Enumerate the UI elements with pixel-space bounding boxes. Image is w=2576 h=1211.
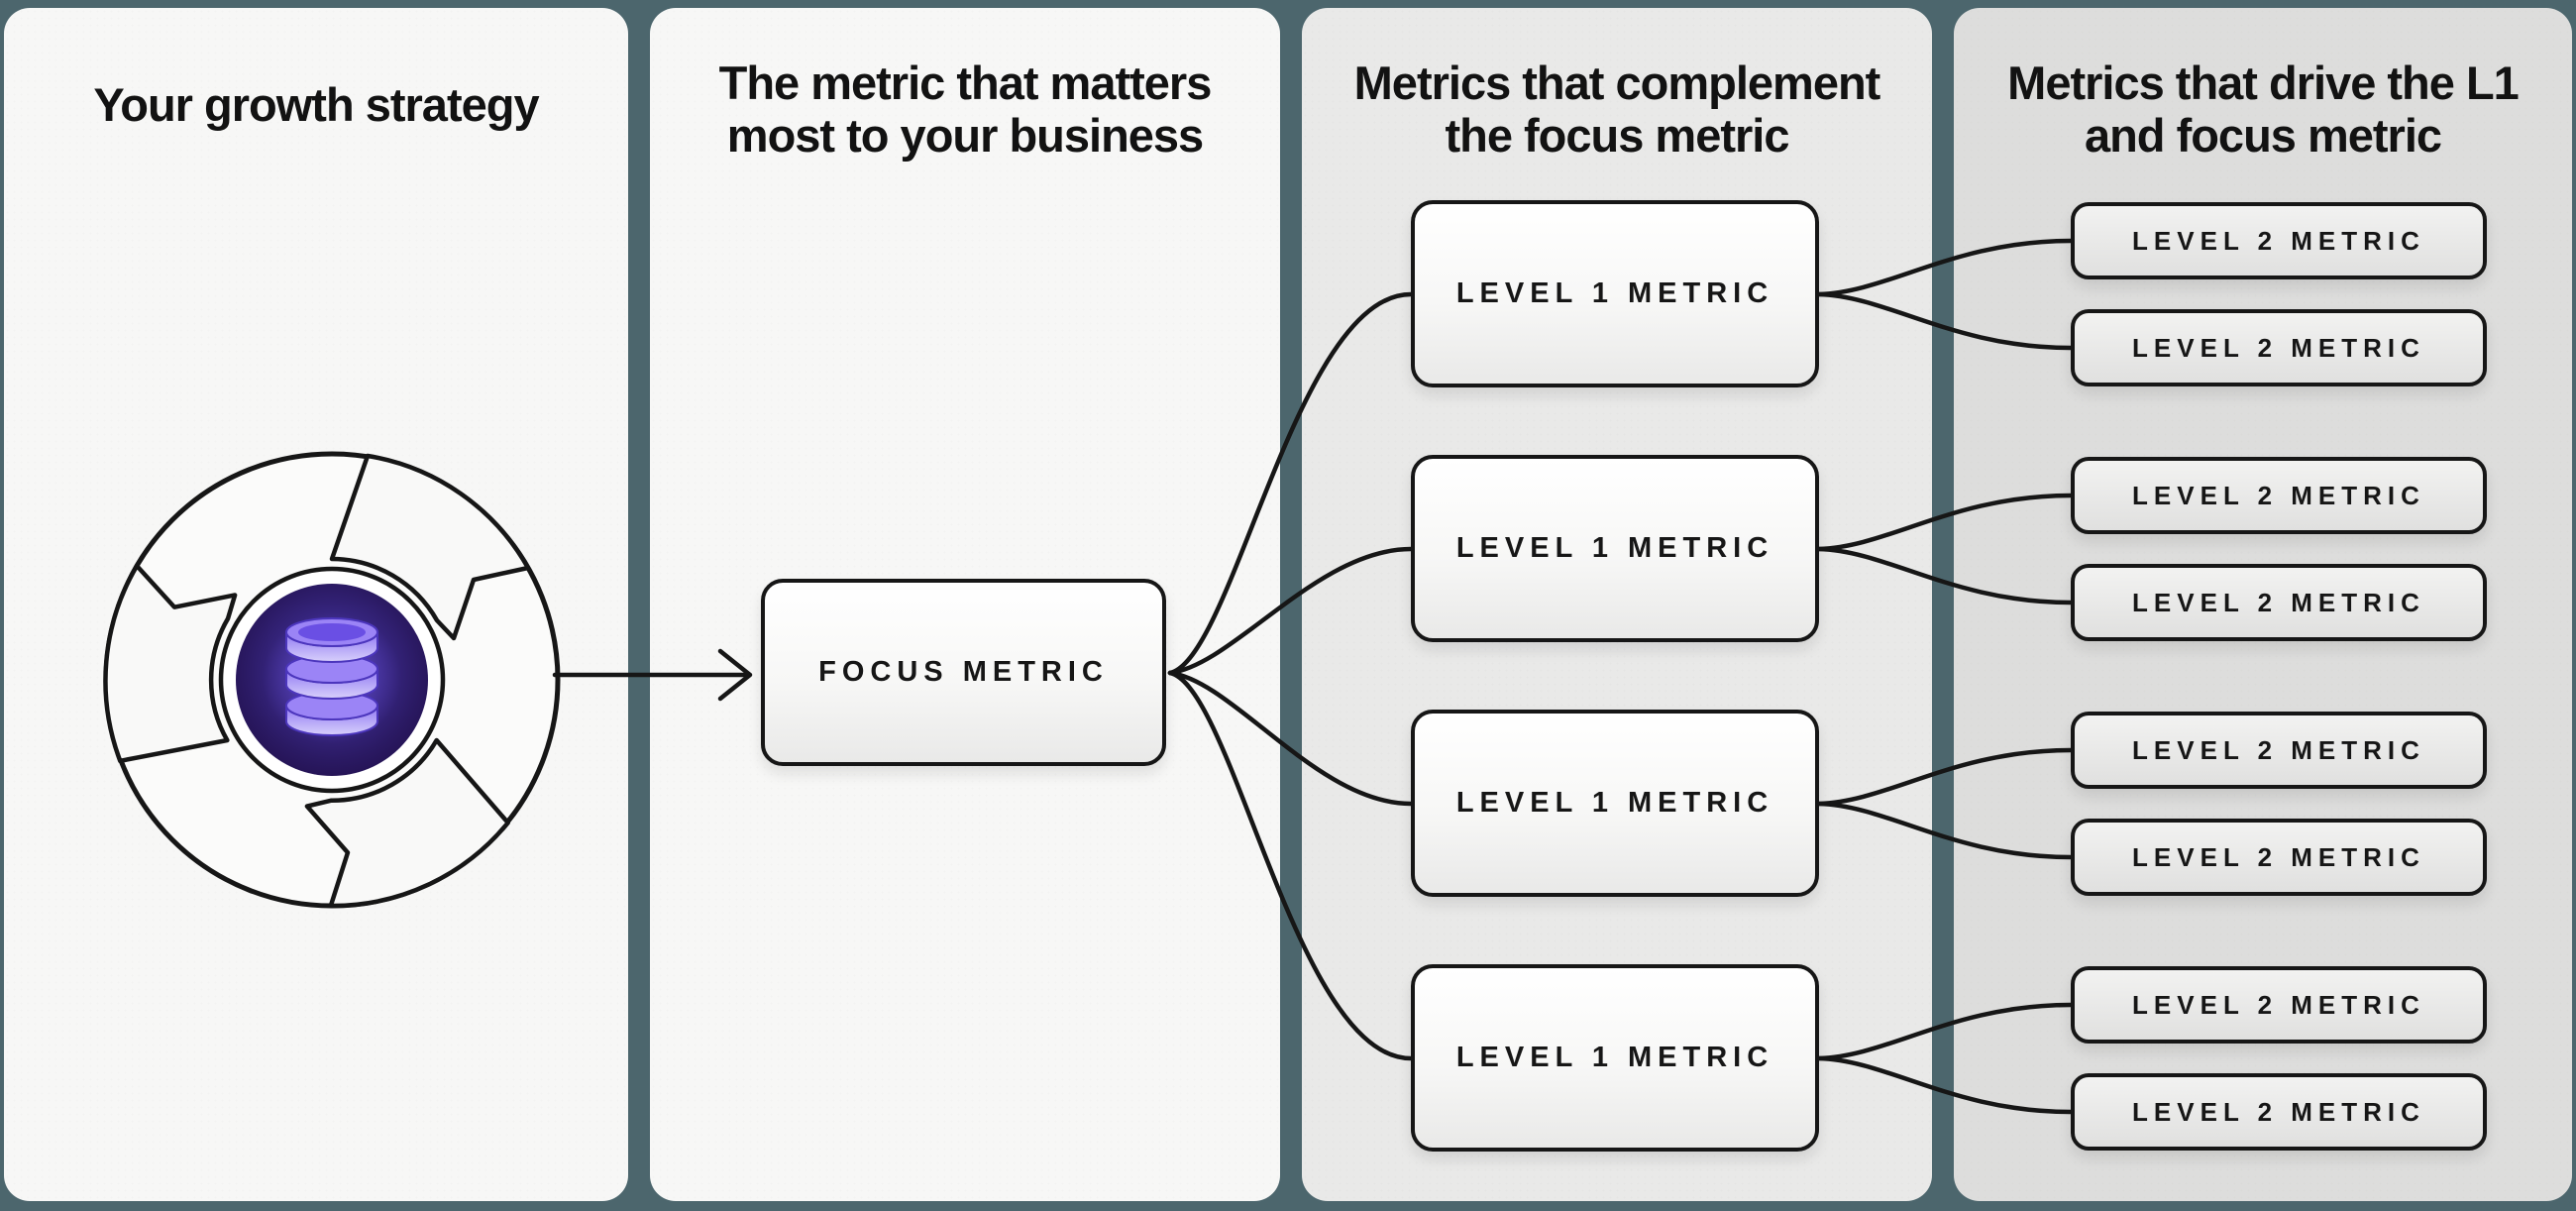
level1-to-level2-connectors — [1816, 238, 2074, 1115]
panel-title-focus-metric: The metric that matters most to your bus… — [718, 56, 1213, 162]
level2-metric-node: LEVEL 2 METRIC — [2071, 564, 2487, 641]
level1-metric-node: LEVEL 1 METRIC — [1411, 710, 1819, 897]
level2-metric-node: LEVEL 2 METRIC — [2071, 966, 2487, 1044]
flywheel-icon — [103, 451, 561, 909]
level1-metric-node: LEVEL 1 METRIC — [1411, 455, 1819, 642]
level2-metric-node: LEVEL 2 METRIC — [2071, 712, 2487, 789]
panel-title-growth-strategy: Your growth strategy — [93, 78, 539, 131]
arrow-right-icon — [552, 648, 753, 702]
database-icon — [285, 617, 378, 736]
level2-metric-node: LEVEL 2 METRIC — [2071, 457, 2487, 534]
level2-metric-node: LEVEL 2 METRIC — [2071, 819, 2487, 896]
level2-metric-node: LEVEL 2 METRIC — [2071, 202, 2487, 279]
level1-metric-node: LEVEL 1 METRIC — [1411, 200, 1819, 387]
level1-metric-node: LEVEL 1 METRIC — [1411, 964, 1819, 1152]
panel-title-level2-metrics: Metrics that drive the L1 and focus metr… — [2007, 56, 2520, 162]
focus-metric-node: FOCUS METRIC — [761, 579, 1166, 766]
panel-title-level1-metrics: Metrics that complement the focus metric — [1353, 56, 1881, 162]
level2-metric-node: LEVEL 2 METRIC — [2071, 1073, 2487, 1151]
focus-to-level1-connectors — [1167, 291, 1414, 1061]
level2-metric-node: LEVEL 2 METRIC — [2071, 309, 2487, 386]
